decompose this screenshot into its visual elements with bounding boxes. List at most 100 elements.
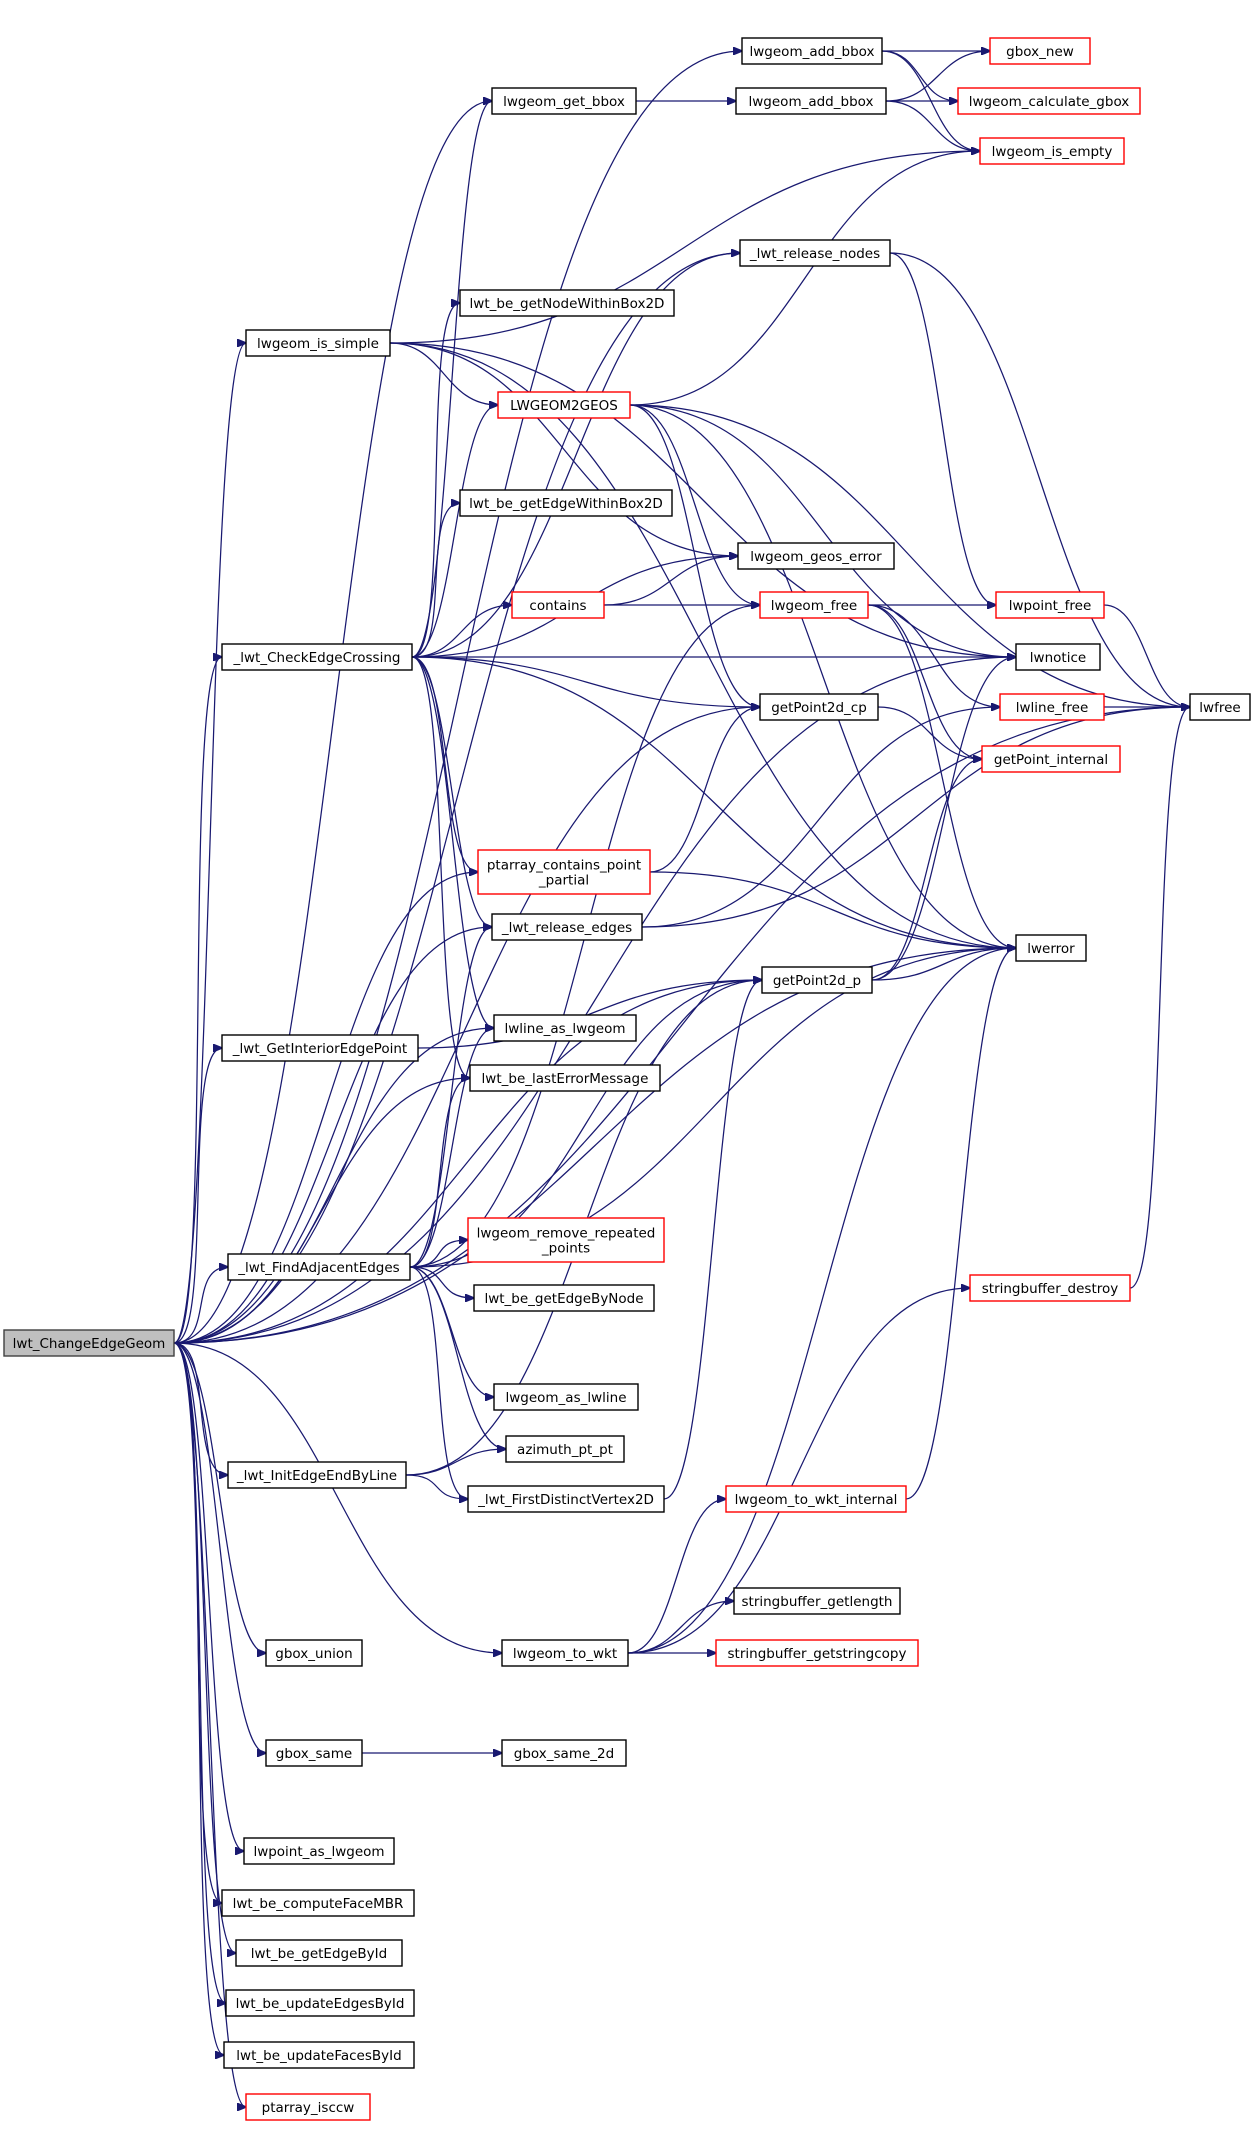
node-gbox_union[interactable]: gbox_union	[265, 1639, 363, 1667]
node-lwgeom_geos_error[interactable]: lwgeom_geos_error	[737, 542, 895, 570]
node-lwline_as_lwgeom[interactable]: lwline_as_lwgeom	[493, 1014, 637, 1042]
node-box-lwgeom_remove_repeated_points[interactable]	[467, 1217, 665, 1263]
node-lwt_be_getEdgeByNode[interactable]: lwt_be_getEdgeByNode	[473, 1284, 655, 1312]
node-stringbuffer_getstringcopy[interactable]: stringbuffer_getstringcopy	[715, 1639, 919, 1667]
node-box-lwgeom_as_lwline[interactable]	[493, 1383, 639, 1411]
node-box-lwt_release_nodes[interactable]	[739, 239, 891, 267]
node-box-lwline_free[interactable]	[999, 693, 1105, 721]
node-lwt_GetInteriorEdgePoint[interactable]: _lwt_GetInteriorEdgePoint	[221, 1034, 419, 1062]
node-box-lwerror[interactable]	[1015, 934, 1087, 962]
node-lwnotice[interactable]: lwnotice	[1015, 643, 1101, 671]
node-gbox_new[interactable]: gbox_new	[989, 37, 1091, 65]
node-gbox_same[interactable]: gbox_same	[265, 1739, 363, 1767]
node-ptarray_isccw[interactable]: ptarray_isccw	[245, 2093, 371, 2121]
node-lwgeom_to_wkt_internal[interactable]: lwgeom_to_wkt_internal	[725, 1485, 907, 1513]
node-azimuth_pt_pt[interactable]: azimuth_pt_pt	[505, 1435, 625, 1463]
node-box-lwt_be_getEdgeById[interactable]	[235, 1939, 403, 1967]
node-root[interactable]: lwt_ChangeEdgeGeom	[3, 1329, 175, 1357]
node-box-LWGEOM2GEOS[interactable]	[497, 391, 631, 419]
node-box-lwpoint_free[interactable]	[995, 591, 1105, 619]
node-lwt_release_edges[interactable]: _lwt_release_edges	[491, 913, 643, 941]
node-box-lwt_be_updateFacesById[interactable]	[223, 2041, 415, 2069]
node-box-lwt_be_computeFaceMBR[interactable]	[221, 1889, 415, 1917]
node-lwgeom_calculate_gbox[interactable]: lwgeom_calculate_gbox	[957, 87, 1141, 115]
node-box-lwt_be_lastErrorMessage[interactable]	[469, 1064, 661, 1092]
node-box-lwgeom_add_bbox_a[interactable]	[741, 37, 883, 65]
node-box-lwt_InitEdgeEndByLine[interactable]	[227, 1461, 407, 1489]
node-box-stringbuffer_getstringcopy[interactable]	[715, 1639, 919, 1667]
node-box-lwnotice[interactable]	[1015, 643, 1101, 671]
node-lwgeom_is_simple[interactable]: lwgeom_is_simple	[245, 329, 391, 357]
node-box-lwt_GetInteriorEdgePoint[interactable]	[221, 1034, 419, 1062]
node-stringbuffer_getlength[interactable]: stringbuffer_getlength	[733, 1587, 901, 1615]
node-lwline_free[interactable]: lwline_free	[999, 693, 1105, 721]
node-box-azimuth_pt_pt[interactable]	[505, 1435, 625, 1463]
node-box-lwline_as_lwgeom[interactable]	[493, 1014, 637, 1042]
node-box-root[interactable]	[3, 1329, 175, 1357]
node-box-getPoint_internal[interactable]	[981, 745, 1121, 773]
node-lwgeom_free[interactable]: lwgeom_free	[759, 591, 869, 619]
node-lwt_CheckEdgeCrossing[interactable]: _lwt_CheckEdgeCrossing	[221, 643, 413, 671]
node-box-getPoint2d_cp[interactable]	[759, 693, 879, 721]
node-ptarray_contains_point_partial[interactable]: ptarray_contains_point_partial	[477, 849, 651, 895]
node-box-lwgeom_to_wkt_internal[interactable]	[725, 1485, 907, 1513]
node-lwpoint_free[interactable]: lwpoint_free	[995, 591, 1105, 619]
node-lwerror[interactable]: lwerror	[1015, 934, 1087, 962]
node-lwgeom_get_bbox[interactable]: lwgeom_get_bbox	[491, 87, 637, 115]
node-lwt_be_computeFaceMBR[interactable]: lwt_be_computeFaceMBR	[221, 1889, 415, 1917]
node-lwgeom_add_bbox_a[interactable]: lwgeom_add_bbox	[741, 37, 883, 65]
node-box-gbox_union[interactable]	[265, 1639, 363, 1667]
node-lwgeom_remove_repeated_points[interactable]: lwgeom_remove_repeated_points	[467, 1217, 665, 1263]
node-lwt_FindAdjacentEdges[interactable]: _lwt_FindAdjacentEdges	[227, 1253, 411, 1281]
node-gbox_same_2d[interactable]: gbox_same_2d	[501, 1739, 627, 1767]
node-lwt_be_getNodeWithinBox2D[interactable]: lwt_be_getNodeWithinBox2D	[459, 289, 675, 317]
node-lwt_be_lastErrorMessage[interactable]: lwt_be_lastErrorMessage	[469, 1064, 661, 1092]
node-box-contains[interactable]	[511, 591, 605, 619]
node-box-lwt_be_getEdgeWithinBox2D[interactable]	[459, 489, 673, 517]
node-contains[interactable]: contains	[511, 591, 605, 619]
node-box-getPoint2d_p[interactable]	[761, 966, 873, 994]
node-lwpoint_as_lwgeom[interactable]: lwpoint_as_lwgeom	[243, 1837, 395, 1865]
node-box-stringbuffer_destroy[interactable]	[969, 1274, 1131, 1302]
node-box-lwfree[interactable]	[1189, 693, 1251, 721]
node-box-lwt_be_getEdgeByNode[interactable]	[473, 1284, 655, 1312]
node-lwgeom_add_bbox_b[interactable]: lwgeom_add_bbox	[735, 87, 887, 115]
node-box-lwt_CheckEdgeCrossing[interactable]	[221, 643, 413, 671]
node-lwt_be_getEdgeById[interactable]: lwt_be_getEdgeById	[235, 1939, 403, 1967]
node-box-lwgeom_free[interactable]	[759, 591, 869, 619]
node-lwgeom_as_lwline[interactable]: lwgeom_as_lwline	[493, 1383, 639, 1411]
node-getPoint_internal[interactable]: getPoint_internal	[981, 745, 1121, 773]
node-lwt_be_updateFacesById[interactable]: lwt_be_updateFacesById	[223, 2041, 415, 2069]
node-box-lwt_FindAdjacentEdges[interactable]	[227, 1253, 411, 1281]
node-box-lwgeom_to_wkt[interactable]	[501, 1639, 629, 1667]
node-box-lwt_FirstDistinctVertex2D[interactable]	[467, 1485, 665, 1513]
node-lwt_InitEdgeEndByLine[interactable]: _lwt_InitEdgeEndByLine	[227, 1461, 407, 1489]
node-box-lwgeom_is_simple[interactable]	[245, 329, 391, 357]
node-box-lwgeom_calculate_gbox[interactable]	[957, 87, 1141, 115]
node-box-lwpoint_as_lwgeom[interactable]	[243, 1837, 395, 1865]
node-getPoint2d_cp[interactable]: getPoint2d_cp	[759, 693, 879, 721]
node-lwt_release_nodes[interactable]: _lwt_release_nodes	[739, 239, 891, 267]
node-box-lwgeom_is_empty[interactable]	[979, 137, 1125, 165]
node-box-lwt_release_edges[interactable]	[491, 913, 643, 941]
node-lwgeom_to_wkt[interactable]: lwgeom_to_wkt	[501, 1639, 629, 1667]
node-box-ptarray_isccw[interactable]	[245, 2093, 371, 2121]
node-box-gbox_same_2d[interactable]	[501, 1739, 627, 1767]
node-box-lwgeom_geos_error[interactable]	[737, 542, 895, 570]
node-box-ptarray_contains_point_partial[interactable]	[477, 849, 651, 895]
node-lwt_be_getEdgeWithinBox2D[interactable]: lwt_be_getEdgeWithinBox2D	[459, 489, 673, 517]
node-lwt_be_updateEdgesById[interactable]: lwt_be_updateEdgesById	[225, 1989, 415, 2017]
node-box-gbox_new[interactable]	[989, 37, 1091, 65]
node-box-lwgeom_add_bbox_b[interactable]	[735, 87, 887, 115]
node-getPoint2d_p[interactable]: getPoint2d_p	[761, 966, 873, 994]
node-box-lwgeom_get_bbox[interactable]	[491, 87, 637, 115]
node-lwgeom_is_empty[interactable]: lwgeom_is_empty	[979, 137, 1125, 165]
node-lwt_FirstDistinctVertex2D[interactable]: _lwt_FirstDistinctVertex2D	[467, 1485, 665, 1513]
node-lwfree[interactable]: lwfree	[1189, 693, 1251, 721]
node-box-lwt_be_getNodeWithinBox2D[interactable]	[459, 289, 675, 317]
node-box-stringbuffer_getlength[interactable]	[733, 1587, 901, 1615]
node-box-gbox_same[interactable]	[265, 1739, 363, 1767]
node-LWGEOM2GEOS[interactable]: LWGEOM2GEOS	[497, 391, 631, 419]
node-stringbuffer_destroy[interactable]: stringbuffer_destroy	[969, 1274, 1131, 1302]
node-box-lwt_be_updateEdgesById[interactable]	[225, 1989, 415, 2017]
